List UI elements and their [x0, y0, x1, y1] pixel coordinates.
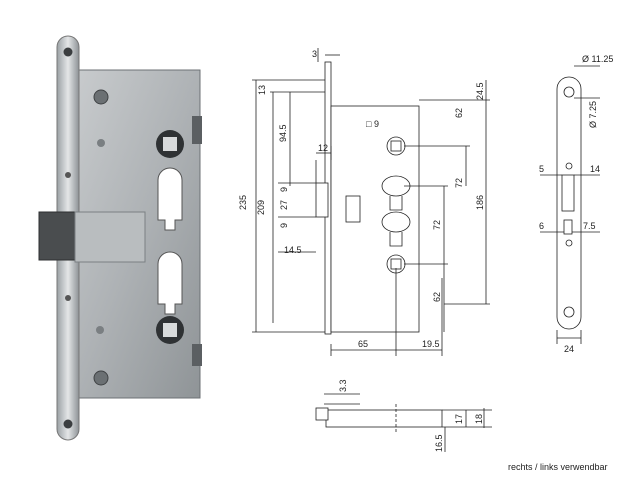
dim-offset: 3.3 [338, 379, 348, 392]
dim-spindle-from-top: 94.5 [278, 124, 288, 142]
dim-latch-gap-b: 9 [279, 223, 289, 228]
usage-caption: rechts / links verwendbar [508, 462, 608, 472]
front-view-labels: Ø 11.25 Ø 7.25 5 14 6 7.5 24 [539, 54, 613, 354]
dim-bolt-left: 6 [539, 221, 544, 231]
dim-bolt-right: 7.5 [583, 221, 596, 231]
dim-cyl-to-cyl: 72 [432, 220, 442, 230]
dim-depth: 16.5 [434, 434, 444, 452]
dim-hole-top: Ø 11.25 [582, 54, 613, 64]
dim-center-span: 186 [475, 195, 485, 210]
dim-square-spindle: 9 [374, 119, 379, 129]
bottom-view [315, 393, 492, 452]
dim-backset: 65 [358, 339, 368, 349]
dim-top-offset: 13 [257, 85, 267, 95]
dim-upper-cylinder-gap: 62 [454, 108, 464, 118]
lock-photo [38, 35, 202, 441]
dim-faceplate-to-lock: 3 [312, 49, 317, 59]
front-view [540, 65, 600, 344]
dim-lower-gap: 62 [432, 292, 442, 302]
dim-total-height: 235 [238, 195, 248, 210]
dim-height-b: 18 [474, 414, 484, 424]
dim-latch-height: 27 [279, 200, 289, 210]
dim-body-height: 209 [256, 200, 266, 215]
dim-hole-bottom: Ø 7.25 [588, 101, 598, 128]
dim-bolt-throw: 14.5 [284, 245, 302, 255]
dim-square-spindle-icon: □ [366, 119, 372, 129]
dim-latch-width: 12 [318, 143, 328, 153]
dim-spindle-to-cyl: 72 [454, 178, 464, 188]
side-view [252, 48, 490, 356]
dim-cylinder-offset: 19.5 [422, 339, 440, 349]
side-view-labels: 235 13 209 94.5 3 12 9 27 9 14.5 65 19.5… [238, 49, 485, 349]
dim-latch-left: 5 [539, 164, 544, 174]
bottom-view-labels: 3.3 17 18 16.5 [338, 379, 484, 452]
dim-top-right: 24.5 [475, 82, 485, 100]
dim-width: 24 [564, 344, 574, 354]
dim-latch-right: 14 [590, 164, 600, 174]
dim-height-a: 17 [454, 414, 464, 424]
dim-latch-gap-a: 9 [279, 187, 289, 192]
